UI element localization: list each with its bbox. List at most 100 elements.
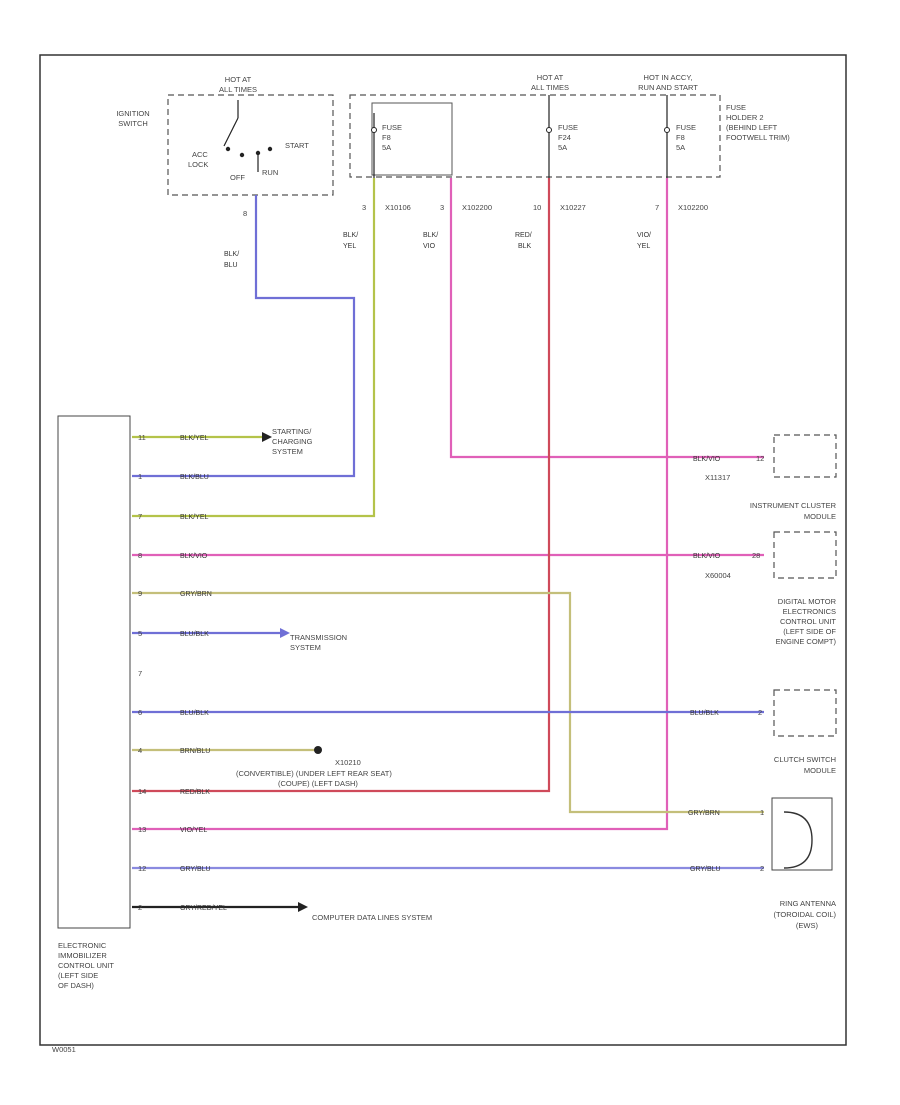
ecu-wire-5: GRY/BRN [180, 591, 212, 598]
wire-terminators [262, 432, 322, 912]
instrument-cluster-outline [773, 434, 837, 478]
ecu-wire-11: VIO/YEL [180, 827, 207, 834]
antenna-name-2: (TOROIDAL COIL) [773, 910, 836, 919]
ecu-name-3: CONTROL UNIT [58, 961, 114, 970]
antenna-name-1: RING ANTENNA [780, 899, 836, 908]
clutch-outline [773, 689, 837, 737]
fuse-wire-1b: YEL [343, 243, 356, 250]
fuse-pin-3: 10 [533, 203, 541, 212]
clutch-pin: 2 [758, 708, 762, 717]
fuse-3-label-3: 5A [676, 143, 685, 152]
ecu-pin-3: 7 [138, 512, 142, 521]
fuse-wire-1a: BLK/ [343, 232, 358, 239]
fuse-2-element [546, 127, 552, 133]
dme-connector: X60004 [705, 571, 731, 580]
ecu-wire-9: BRN/BLU [180, 748, 210, 755]
fuse-3-element [664, 127, 670, 133]
antenna-wire-1: GRY/BRN [688, 810, 720, 817]
dme-name-4: (LEFT SIDE OF [783, 627, 836, 636]
clutch-switch-module: BLU/BLK 2 CLUTCH SWITCH MODULE [690, 689, 837, 775]
ecu-name-5: OF DASH) [58, 981, 94, 990]
ignition-switch-outline [167, 94, 334, 196]
ecu-pin-4: 8 [138, 551, 142, 560]
fuse-pin-2: 3 [440, 203, 444, 212]
ecu-pin-11: 13 [138, 825, 146, 834]
dest-starting-2: CHARGING [272, 437, 313, 446]
ignition-wire-1: BLK/ [224, 251, 239, 258]
switch-contact-acc [225, 146, 231, 152]
fuse-holder-name-3: (BEHIND LEFT [726, 123, 778, 132]
instrument-cluster-pin: 12 [756, 454, 764, 463]
fuse-2-label-2: F24 [558, 133, 571, 142]
ecu-pin-5: 9 [138, 589, 142, 598]
fuse-hot-acc-2: RUN AND START [638, 83, 698, 92]
instrument-cluster-name-1: INSTRUMENT CLUSTER [750, 501, 837, 510]
ring-antenna: GRY/BRN 1 GRY/BLU 2 RING ANTENNA (TOROID… [688, 797, 836, 930]
fuse-holder-sub [371, 102, 453, 176]
fuse-3-label-1: FUSE [676, 123, 696, 132]
ignition-switch-name-2: SWITCH [118, 119, 148, 128]
ignition-pin: 8 [243, 209, 247, 218]
ecu-pin-13: 2 [138, 903, 142, 912]
ignition-hot-label-2: ALL TIMES [219, 85, 257, 94]
fuse-1-label-3: 5A [382, 143, 391, 152]
ecu-wire-10: RED/BLK [180, 789, 210, 796]
diagram-frame [39, 54, 847, 1046]
dme-name-5: ENGINE COMPT) [776, 637, 837, 646]
ecu-pin-8: 6 [138, 708, 142, 717]
destinations: STARTING/ CHARGING SYSTEM TRANSMISSION S… [236, 427, 432, 922]
clutch-wire: BLU/BLK [690, 710, 719, 717]
fuse-1-element [371, 127, 377, 133]
dest-transmission-1: TRANSMISSION [290, 633, 347, 642]
instrument-cluster-wire: BLK/VIO [693, 456, 721, 463]
dest-ground-loc-2: (COUPE) (LEFT DASH) [278, 779, 358, 788]
fuse-wire-2b: VIO [423, 243, 436, 250]
footer-code: W0051 [52, 1045, 76, 1054]
ecu-wire-3: BLK/YEL [180, 514, 209, 521]
arrow-transmission-icon [280, 628, 290, 638]
dest-ground-ref: X10210 [335, 758, 361, 767]
fuse-hot-acc-1: HOT IN ACCY, [644, 73, 693, 82]
ecu-wire-1: BLK/YEL [180, 435, 209, 442]
ecu-wire-13: GRY/RED/YEL [180, 905, 227, 912]
fuse-1-label-2: F8 [382, 133, 391, 142]
ecu-pin-9: 4 [138, 746, 142, 755]
antenna-wire-2: GRY/BLU [690, 866, 721, 873]
ignition-hot-label-1: HOT AT [225, 75, 252, 84]
fuse-wire-3a: RED/ [515, 232, 532, 239]
switch-contact-start [267, 146, 273, 152]
instrument-cluster-name-2: MODULE [804, 512, 836, 521]
ecu-wire-12: GRY/BLU [180, 866, 211, 873]
fuse-wire-4b: YEL [637, 243, 650, 250]
ignition-wire-2: BLU [224, 262, 238, 269]
ecu-wire-8: BLU/BLK [180, 710, 209, 717]
fuse-holder-outline [349, 94, 721, 178]
antenna-coil-icon [783, 811, 813, 869]
antenna-box [771, 797, 833, 871]
antenna-pin-1: 1 [760, 808, 764, 817]
ecu-name-4: (LEFT SIDE [58, 971, 98, 980]
wire-ignition-blk-blu [132, 195, 356, 478]
fuse-wire-4a: VIO/ [637, 232, 651, 239]
dme-name-3: CONTROL UNIT [780, 617, 836, 626]
dme-outline [773, 531, 837, 579]
wire-vio-yel [132, 178, 669, 831]
ecu-pin-12: 12 [138, 864, 146, 873]
dme-module: BLK/VIO 28 X60004 DIGITAL MOTOR ELECTRON… [693, 531, 837, 646]
fuse-2-label-1: FUSE [558, 123, 578, 132]
fuse-pin-4: 7 [655, 203, 659, 212]
fuse-wire-2a: BLK/ [423, 232, 438, 239]
ecu-pin-6: 5 [138, 629, 142, 638]
fuse-pin-1: 3 [362, 203, 366, 212]
dme-wire: BLK/VIO [693, 553, 721, 560]
ground-dot-icon [314, 746, 322, 754]
fuse-connector-3: X10227 [560, 203, 586, 212]
antenna-pin-2: 2 [760, 864, 764, 873]
ecu-pin-1: 11 [138, 433, 146, 442]
switch-contact-lock [239, 152, 245, 158]
fuse-holder-name-4: FOOTWELL TRIM) [726, 133, 790, 142]
dest-starting-3: SYSTEM [272, 447, 303, 456]
fuse-wire-3b: BLK [518, 243, 532, 250]
clutch-name-1: CLUTCH SWITCH [774, 755, 836, 764]
